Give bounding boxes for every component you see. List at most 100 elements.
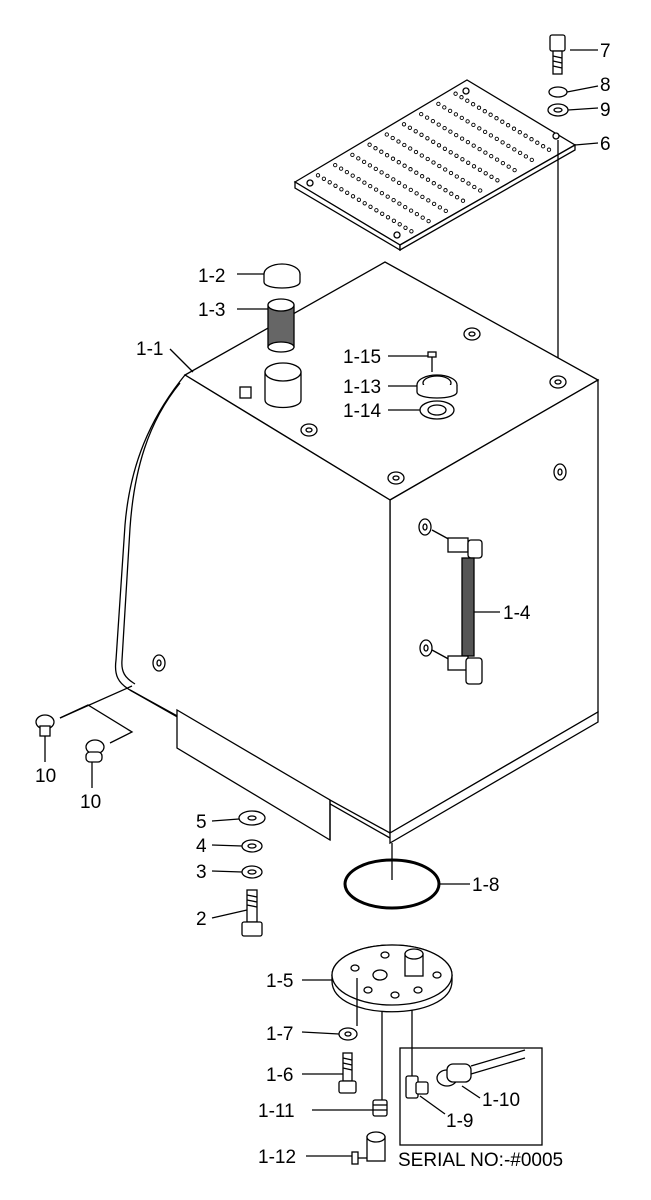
perforation-hole bbox=[362, 201, 367, 206]
perforation-hole bbox=[396, 180, 402, 186]
perforation-hole bbox=[540, 144, 546, 149]
perforation-hole bbox=[356, 176, 361, 182]
label-7: 7 bbox=[600, 41, 611, 62]
perforation-hole bbox=[436, 143, 442, 148]
label-6: 6 bbox=[600, 134, 611, 155]
washer-8 bbox=[548, 86, 568, 98]
perforation-hole bbox=[419, 153, 424, 158]
label-3: 3 bbox=[196, 862, 207, 883]
label-1-14: 1-14 bbox=[343, 401, 381, 422]
perforation-hole bbox=[362, 180, 367, 185]
perforation-hole bbox=[401, 122, 407, 127]
perforation-hole bbox=[390, 135, 395, 141]
perforation-hole bbox=[449, 191, 454, 196]
perforation-hole bbox=[453, 91, 458, 96]
label-1-2: 1-2 bbox=[198, 266, 225, 287]
perforation-hole bbox=[339, 187, 344, 192]
label-1-12: 1-12 bbox=[258, 1147, 296, 1168]
breather-cap bbox=[416, 374, 458, 399]
perforation-hole bbox=[414, 170, 419, 175]
label-4: 4 bbox=[196, 836, 207, 857]
perforation-hole bbox=[523, 133, 528, 138]
bolt-2 bbox=[241, 889, 263, 937]
perforation-hole bbox=[425, 177, 431, 182]
perforation-hole bbox=[489, 153, 494, 159]
washer-4 bbox=[241, 839, 263, 853]
perforation-hole bbox=[396, 160, 401, 165]
perforation-hole bbox=[454, 153, 459, 158]
perforation-hole bbox=[500, 140, 505, 145]
perforation-hole bbox=[373, 166, 378, 172]
perforation-hole bbox=[408, 146, 413, 151]
washer-3 bbox=[241, 865, 263, 879]
perforation-hole bbox=[494, 136, 499, 142]
perforation-hole bbox=[500, 119, 505, 124]
perforation-hole bbox=[396, 139, 401, 144]
perforation-hole bbox=[350, 173, 355, 178]
perforation-hole bbox=[443, 208, 448, 214]
perforation-hole bbox=[506, 143, 511, 149]
perforation-hole bbox=[368, 204, 373, 209]
perforation-hole bbox=[477, 126, 482, 131]
perforation-hole bbox=[344, 169, 350, 175]
perforation-hole bbox=[488, 133, 494, 138]
perforation-hole bbox=[470, 102, 476, 107]
perforation-hole bbox=[385, 173, 390, 179]
perforation-hole bbox=[489, 174, 494, 179]
washer-9-inner bbox=[553, 107, 563, 113]
perforation-hole bbox=[373, 187, 379, 192]
perforation-hole bbox=[460, 198, 466, 203]
perforation-hole bbox=[482, 109, 487, 114]
perforation-hole bbox=[350, 152, 355, 158]
drain-plug-b bbox=[85, 739, 105, 763]
perforation-hole bbox=[454, 174, 459, 179]
washer-1-7 bbox=[338, 1027, 358, 1041]
perforation-hole bbox=[471, 164, 477, 169]
perforation-hole bbox=[442, 146, 448, 151]
serial-detail-box bbox=[399, 1047, 543, 1146]
perforation-hole bbox=[425, 136, 430, 141]
perforation-hole bbox=[373, 146, 378, 151]
perforation-hole bbox=[413, 149, 419, 155]
connector-1-10 bbox=[436, 1049, 526, 1087]
perforation-hole bbox=[408, 187, 413, 193]
perforation-hole bbox=[367, 142, 372, 147]
perforation-hole bbox=[529, 137, 534, 142]
perforation-hole bbox=[350, 194, 356, 199]
perforation-hole bbox=[407, 125, 413, 130]
label-10-b: 10 bbox=[80, 792, 101, 813]
perforation-hole bbox=[402, 163, 407, 168]
perforation-hole bbox=[500, 160, 506, 166]
perforation-hole bbox=[419, 132, 424, 137]
perforation-hole bbox=[448, 129, 453, 134]
perforation-hole bbox=[483, 171, 488, 176]
perforation-hole bbox=[453, 112, 459, 117]
perforation-hole bbox=[443, 167, 448, 172]
perforation-hole bbox=[476, 105, 482, 110]
perforation-hole bbox=[505, 123, 511, 128]
perforation-hole bbox=[535, 140, 540, 145]
perforation-hole bbox=[483, 150, 488, 155]
perforation-hole bbox=[466, 160, 471, 165]
perforation-hole bbox=[379, 190, 385, 196]
breather-screw bbox=[427, 351, 437, 372]
perforation-hole bbox=[488, 112, 493, 117]
label-1-8: 1-8 bbox=[472, 875, 499, 896]
perforation-hole bbox=[460, 157, 465, 162]
label-1-6: 1-6 bbox=[266, 1065, 293, 1086]
label-10-a: 10 bbox=[35, 766, 56, 787]
fitting-1-11 bbox=[372, 1099, 388, 1117]
label-8: 8 bbox=[600, 75, 611, 96]
perforation-hole bbox=[321, 176, 327, 181]
perforation-hole bbox=[431, 201, 437, 207]
label-5: 5 bbox=[196, 812, 207, 833]
perforation-hole bbox=[397, 201, 402, 206]
perforation-hole bbox=[403, 204, 408, 210]
leader-lines bbox=[44, 49, 599, 1157]
perforation-hole bbox=[466, 181, 471, 186]
label-9: 9 bbox=[600, 100, 611, 121]
perforation-holes bbox=[315, 91, 552, 234]
perforation-hole bbox=[523, 154, 529, 159]
perforation-hole bbox=[426, 218, 431, 224]
filler-neck bbox=[264, 362, 302, 409]
